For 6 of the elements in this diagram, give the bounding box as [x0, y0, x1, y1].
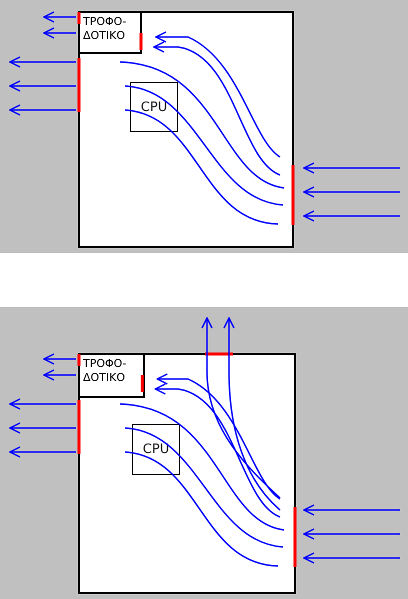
case-box	[78, 353, 296, 594]
power-supply-box: ΤΡΟΦΟ- ΔΟΤΙΚΟ	[78, 11, 142, 54]
cpu-box: CPU	[130, 82, 178, 132]
power-supply-box: ΤΡΟΦΟ- ΔΟΤΙΚΟ	[78, 353, 145, 398]
case-box	[78, 11, 294, 248]
cpu-box: CPU	[132, 424, 180, 475]
